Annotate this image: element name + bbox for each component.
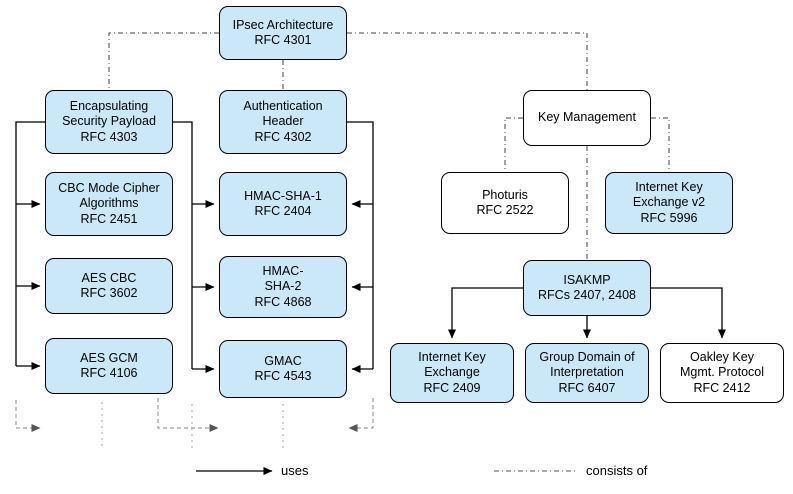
node-photuris-line-1: RFC 2522	[476, 203, 534, 217]
node-internet-key-exchange-v2-line-2: RFC 5996	[640, 210, 698, 225]
node-authentication-header-line-2: RFC 4302	[254, 129, 312, 144]
node-ipsec-architecture-line-0: IPsec Architecture	[232, 17, 334, 32]
node-oakley-key-mgmt-protocol-line-2: RFC 2412	[693, 380, 751, 395]
node-hmac-sha-2-line-2: RFC 4868	[254, 294, 312, 309]
node-internet-key-exchange-line-1: Exchange	[424, 365, 480, 380]
node-group-domain-of-interpretation-line-1: Interpretation	[550, 365, 624, 380]
legend-uses-label: uses	[281, 463, 309, 478]
node-aes-gcm-line-0: AES GCM	[80, 350, 138, 365]
node-internet-key-exchange-v2-line-1: Exchange v2	[632, 195, 706, 210]
node-esp-line-2: RFC 4303	[80, 129, 138, 144]
continuation-arrows	[15, 398, 374, 432]
node-aes-gcm-line-1: RFC 4106	[80, 366, 138, 380]
node-internet-key-exchange-line-0: Internet Key	[418, 349, 486, 364]
node-cbc-mode-cipher-algorithms-line-1: Algorithms	[79, 196, 139, 211]
node-key-management-line-0: Key Management	[538, 110, 636, 125]
uses-connectors	[15, 121, 726, 373]
node-gmac-line-0: GMAC	[264, 353, 302, 368]
node-isakmp-line-1: RFCs 2407, 2408	[538, 288, 636, 302]
legend-consists-of-label: consists of	[586, 463, 648, 478]
node-hmac-sha-1-line-0: HMAC-SHA-1	[244, 188, 322, 203]
node-authentication-header-line-0: Authentication	[243, 98, 323, 113]
node-photuris-line-0: Photuris	[482, 187, 528, 202]
node-hmac-sha-2-line-0: HMAC-	[262, 263, 304, 278]
node-hmac-sha-1-line-1: RFC 2404	[254, 204, 312, 218]
continuation-dots	[101, 402, 284, 452]
node-internet-key-exchange-line-2: RFC 2409	[423, 380, 481, 395]
node-hmac-sha-2-line-1: SHA-2	[264, 279, 302, 294]
node-isakmp-line-0: ISAKMP	[563, 272, 611, 287]
node-aes-cbc-line-0: AES CBC	[81, 270, 137, 285]
node-oakley-key-mgmt-protocol-line-0: Oakley Key	[690, 349, 754, 364]
node-group-domain-of-interpretation-line-2: RFC 6407	[558, 380, 616, 395]
node-aes-cbc-line-1: RFC 3602	[80, 286, 138, 300]
node-esp-line-0: Encapsulating	[69, 98, 149, 113]
node-esp-line-1: Security Payload	[62, 114, 156, 129]
node-key-management[interactable]: Key Management	[523, 90, 651, 146]
node-cbc-mode-cipher-algorithms-line-0: CBC Mode Cipher	[58, 180, 160, 195]
node-gmac-line-1: RFC 4543	[254, 369, 312, 383]
node-group-domain-of-interpretation-line-0: Group Domain of	[539, 349, 635, 364]
consists-of-connectors	[108, 32, 670, 260]
node-ipsec-architecture-line-1: RFC 4301	[254, 33, 312, 47]
node-oakley-key-mgmt-protocol-line-1: Mgmt. Protocol	[679, 365, 765, 380]
node-cbc-mode-cipher-algorithms-line-2: RFC 2451	[80, 211, 138, 226]
node-internet-key-exchange-v2-line-0: Internet Key	[635, 179, 703, 194]
node-authentication-header-line-1: Header	[262, 114, 304, 129]
